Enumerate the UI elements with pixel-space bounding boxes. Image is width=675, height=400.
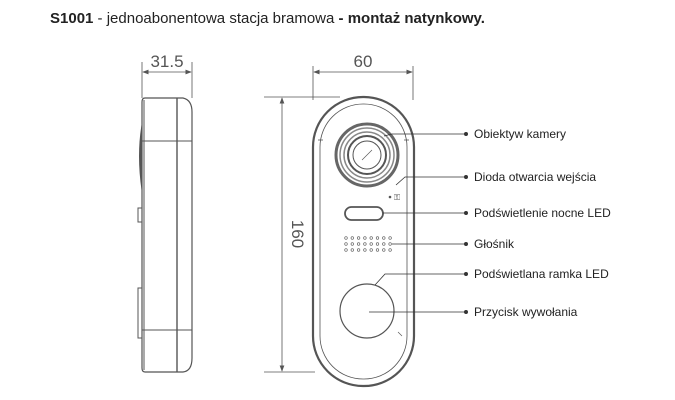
speaker-hole [350, 242, 354, 246]
callout-night-led: Podświetlenie nocne LED [474, 206, 611, 220]
speaker-hole [344, 242, 348, 246]
speaker-hole [344, 248, 348, 252]
callout-camera-lens: Obiektyw kamery [474, 127, 566, 141]
speaker-hole [357, 236, 361, 240]
speaker-hole [388, 248, 392, 252]
callout-lines [369, 131, 468, 314]
speaker-grille [344, 236, 392, 252]
speaker-hole [363, 236, 367, 240]
speaker-hole [357, 248, 361, 252]
speaker-hole [369, 248, 373, 252]
speaker-hole [375, 242, 380, 246]
model-description: - jednoabonentowa stacja bramowa [93, 10, 339, 27]
front-view: ⚿ [311, 95, 416, 388]
side-view [137, 97, 193, 373]
speaker-hole [350, 248, 354, 252]
speaker-hole [363, 242, 367, 246]
speaker-hole [382, 242, 386, 246]
depth-dimension [141, 62, 193, 98]
speaker-hole [388, 242, 392, 246]
speaker-hole [363, 248, 367, 252]
call-button [339, 283, 395, 339]
model-name: S1001 [50, 10, 94, 27]
speaker-hole [388, 236, 392, 240]
entry-led [388, 195, 392, 199]
depth-value: 31.5 [150, 52, 183, 71]
height-value: 160 [288, 220, 307, 248]
height-dimension [264, 96, 340, 373]
night-led [344, 206, 384, 221]
speaker-hole [382, 248, 386, 252]
speaker-hole [382, 236, 386, 240]
mounting-type: - montaż natynkowy. [338, 10, 485, 27]
callout-speaker: Głośnik [474, 237, 515, 251]
page-title: S1001 - jednoabonentowa stacja bramowa -… [50, 10, 485, 27]
speaker-hole [344, 236, 348, 240]
callout-call-button: Przycisk wywołania [474, 305, 578, 319]
callout-led-frame: Podświetlana ramka LED [474, 267, 609, 281]
speaker-hole [357, 242, 361, 246]
width-dimension [312, 66, 414, 100]
speaker-hole [375, 248, 380, 252]
camera-bump [139, 124, 143, 191]
callout-entry-led: Dioda otwarcia wejścia [474, 170, 596, 184]
camera-lens [334, 122, 400, 188]
speaker-hole [369, 242, 373, 246]
width-value: 60 [354, 52, 373, 71]
speaker-hole [369, 236, 373, 240]
speaker-hole [375, 236, 380, 240]
key-icon: ⚿ [394, 193, 400, 202]
speaker-hole [350, 236, 354, 240]
